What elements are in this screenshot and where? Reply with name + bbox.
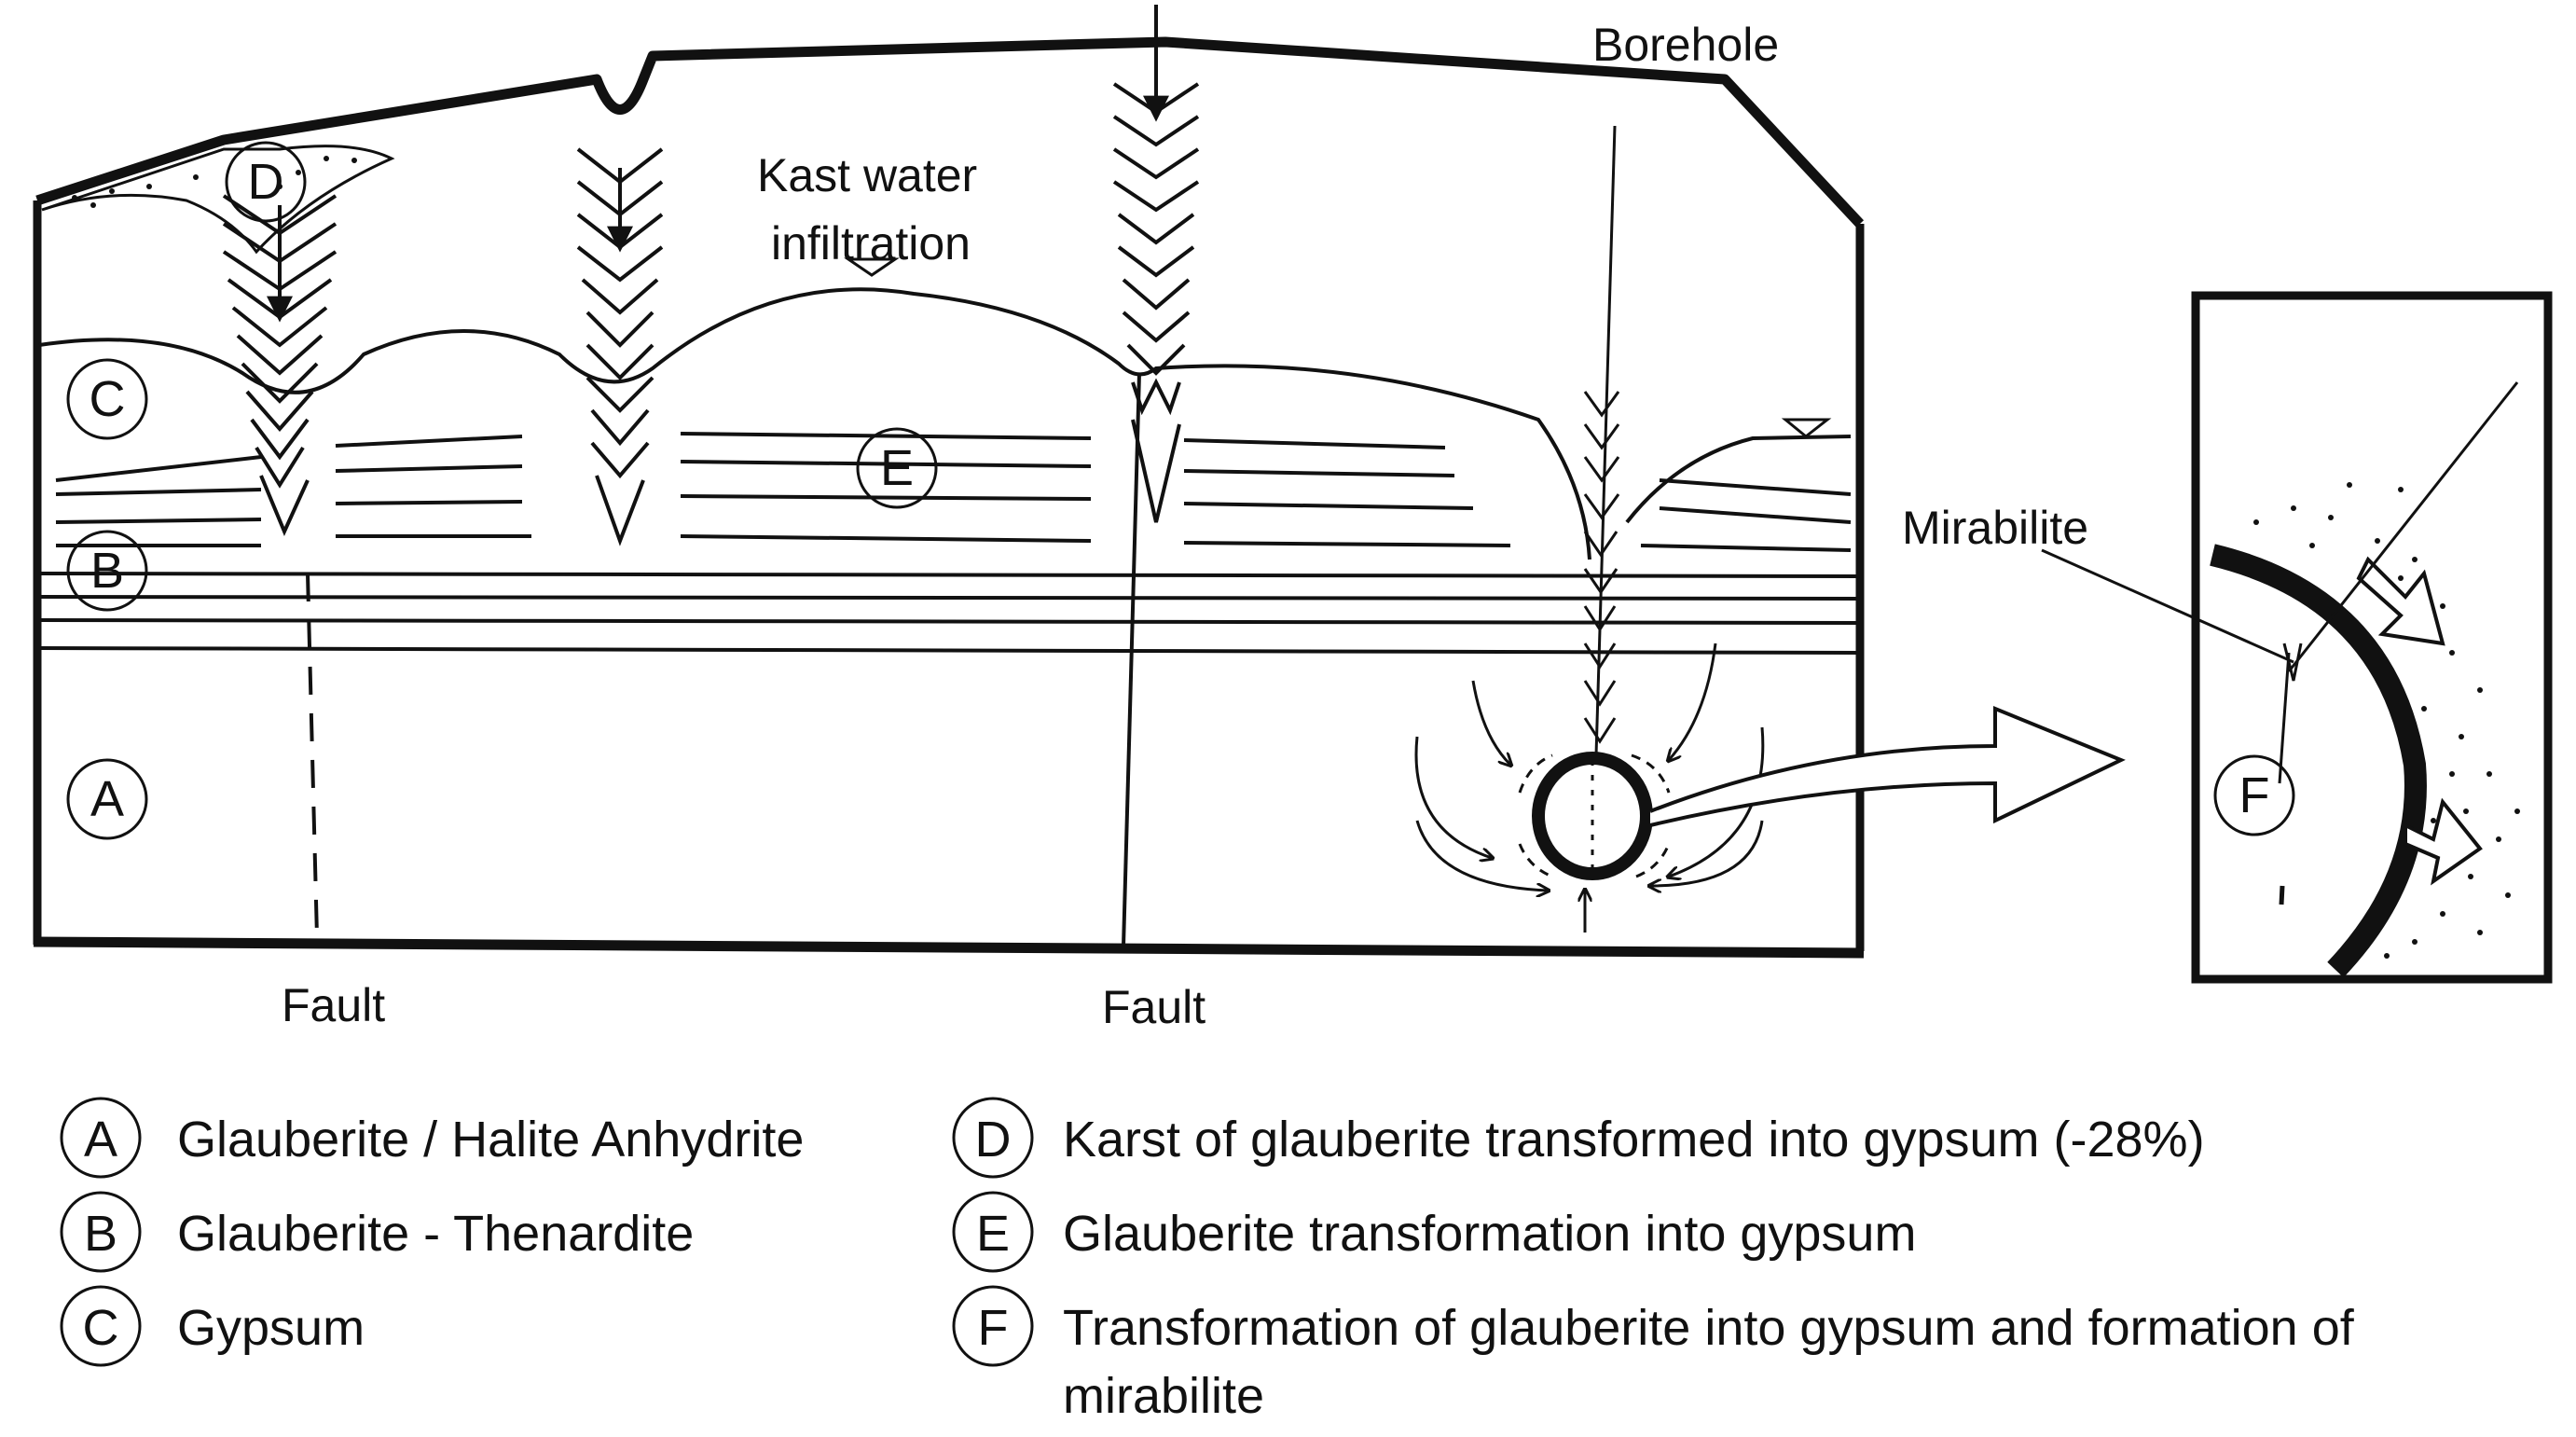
borehole-cavity xyxy=(1532,752,1653,880)
svg-text:E: E xyxy=(976,1206,1010,1262)
legend-text-f-line2: mirabilite xyxy=(1063,1368,1264,1424)
borehole-label: Borehole xyxy=(1592,19,1779,71)
legend: A Glauberite / Halite Anhydrite B Glaube… xyxy=(60,1097,2355,1424)
legend-item-e: E Glauberite transformation into gypsum xyxy=(952,1191,1916,1273)
inset-frame xyxy=(2191,291,2553,984)
inset-detail xyxy=(2041,291,2553,984)
topsoil-stipple xyxy=(72,156,357,208)
karst-column-1 xyxy=(222,194,337,537)
mirabilite-stipple xyxy=(2253,482,2520,959)
fault-right-line xyxy=(1122,372,1141,947)
legend-text-c: Gypsum xyxy=(177,1300,365,1356)
zone-marker-d: D xyxy=(225,141,307,223)
legend-item-d: D Karst of glauberite transformed into g… xyxy=(952,1097,2205,1179)
mirabilite-label: Mirabilite xyxy=(1902,502,2088,554)
svg-text:E: E xyxy=(880,440,914,496)
fault-left-line xyxy=(306,573,319,938)
fault-right-label: Fault xyxy=(1102,981,1205,1033)
legend-item-a: A Glauberite / Halite Anhydrite xyxy=(60,1097,804,1179)
legend-text-b: Glauberite - Thenardite xyxy=(177,1206,694,1262)
svg-text:D: D xyxy=(975,1112,1012,1168)
legend-item-f: F Transformation of glauberite into gyps… xyxy=(952,1285,2355,1424)
legend-text-a: Glauberite / Halite Anhydrite xyxy=(177,1112,804,1168)
topsoil-pocket xyxy=(41,145,395,255)
water-level-marker-right xyxy=(1781,418,1832,438)
fault-left-label: Fault xyxy=(282,979,385,1031)
karst-column-2 xyxy=(576,147,664,546)
karst-column-3 xyxy=(1112,5,1200,523)
legend-text-e: Glauberite transformation into gypsum xyxy=(1063,1206,1916,1262)
expansion-arrow-1 xyxy=(2356,556,2445,646)
legend-text-f: Transformation of glauberite into gypsum… xyxy=(1063,1300,2355,1356)
svg-text:C: C xyxy=(83,1300,119,1356)
strata-lines xyxy=(55,432,1852,552)
svg-text:F: F xyxy=(2239,767,2270,823)
expansion-arrow-2 xyxy=(2404,797,2483,886)
zoom-arrow xyxy=(1649,706,2126,827)
svg-text:A: A xyxy=(90,771,124,827)
legend-item-c: C Gypsum xyxy=(60,1285,365,1367)
water-table-right xyxy=(1625,435,1852,524)
water-level-marker xyxy=(844,257,900,277)
cross-section xyxy=(33,5,2126,959)
zone-marker-a: A xyxy=(66,758,148,840)
borehole-chevrons xyxy=(1583,391,1620,744)
basal-strata xyxy=(38,572,1861,655)
svg-text:A: A xyxy=(84,1112,117,1168)
svg-text:F: F xyxy=(978,1300,1009,1356)
mirabilite-pointer xyxy=(2287,381,2519,672)
water-table xyxy=(38,287,1591,560)
kast-label-line1: Kast water xyxy=(757,149,977,201)
svg-text:D: D xyxy=(248,154,284,210)
cavity-wall-arc xyxy=(2210,544,2427,978)
inflow-arrows xyxy=(1414,643,1765,933)
ground-surface xyxy=(35,36,1865,228)
zone-marker-b: B xyxy=(66,530,148,612)
legend-text-d: Karst of glauberite transformed into gyp… xyxy=(1063,1112,2205,1168)
kast-label-line2: infiltration xyxy=(771,217,971,269)
zone-marker-f: F xyxy=(2213,754,2295,836)
zone-marker-c: C xyxy=(66,358,148,440)
legend-item-b: B Glauberite - Thenardite xyxy=(60,1191,694,1273)
base-line xyxy=(33,936,1865,959)
svg-text:C: C xyxy=(90,371,126,427)
svg-text:B: B xyxy=(84,1206,117,1262)
zone-marker-e: E xyxy=(856,427,938,509)
svg-text:B: B xyxy=(90,543,124,599)
